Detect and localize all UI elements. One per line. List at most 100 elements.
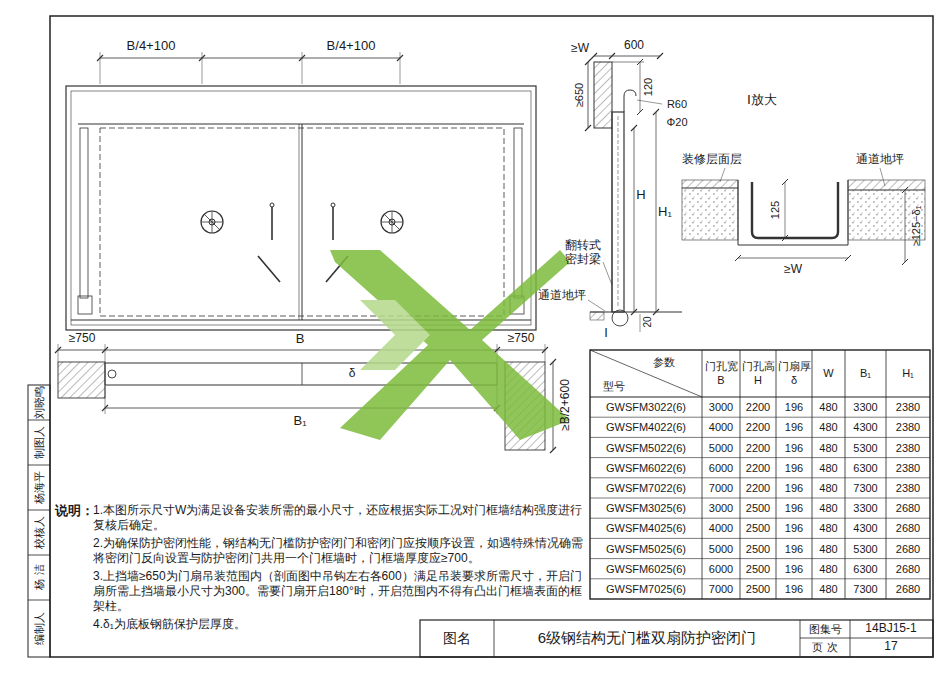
door-elevation-part: [270, 203, 274, 207]
sheet-frame: [28, 16, 933, 657]
table-cell: GWSFM5022(6): [606, 441, 686, 454]
door-elevation-part: [381, 211, 403, 233]
table-cell: 2380: [896, 421, 920, 434]
door-elevation-part: [66, 86, 536, 330]
door-elevation-part: [381, 211, 403, 233]
table-cell: GWSFM3022(6): [606, 401, 686, 414]
signature-name: 杨 洁: [33, 564, 46, 589]
door-elevation-part: [201, 211, 223, 233]
door-section-part: [634, 128, 635, 312]
spec-table-part: [590, 417, 930, 579]
table-cell: 480: [819, 401, 837, 414]
spec-table-part: [590, 350, 702, 397]
detail-enlarged-part: [782, 179, 788, 241]
table-cell: 480: [819, 421, 837, 434]
detail-enlarged: [682, 168, 925, 265]
door-elevation-part: [201, 211, 223, 233]
door-plan-part: [302, 363, 303, 385]
part-name: 装修层面层: [682, 153, 742, 167]
door-elevation-part: [332, 207, 334, 240]
door-elevation-part: [331, 203, 335, 207]
note-text: 3.上挡墙≥650为门扇吊装范围内（剖面图中吊钩左右各600）满足吊装要求所需尺…: [93, 569, 583, 614]
door-elevation-part: [514, 128, 522, 298]
table-cell: 7000: [709, 583, 733, 596]
door-section-part: [588, 300, 605, 311]
door-section-part: [656, 112, 657, 312]
callout-number: Ⅰ: [604, 327, 608, 341]
table-cell: 2200: [746, 461, 770, 474]
sheet-frame-part: [28, 465, 50, 466]
table-cell: 196: [785, 441, 803, 454]
table-cell: 2200: [746, 482, 770, 495]
table-header: B₁: [846, 366, 885, 380]
table-cell: 2500: [746, 583, 770, 596]
table-cell: 480: [819, 502, 837, 515]
table-cell: 480: [819, 562, 837, 575]
table-cell: 196: [785, 461, 803, 474]
table-cell: 2380: [896, 401, 920, 414]
table-cell: 2680: [896, 542, 920, 555]
door-section-part: [590, 312, 604, 320]
diameter-text: Φ20: [666, 116, 687, 129]
door-section-part: [612, 310, 628, 326]
table-cell: GWSFM6022(6): [606, 461, 686, 474]
door-elevation-part: [258, 256, 280, 282]
table-cell: 480: [819, 482, 837, 495]
radius-text: R60: [667, 98, 687, 111]
sheet-frame-part: [28, 555, 50, 556]
table-cell: 3300: [853, 502, 877, 515]
title-block-part: [800, 638, 933, 639]
dimension-text: ≥750: [69, 332, 96, 346]
table-cell: 480: [819, 522, 837, 535]
table-cell: 5300: [853, 542, 877, 555]
door-section-part: [640, 62, 641, 112]
table-header: 门扇厚 δ: [777, 359, 811, 387]
spec-table-part: [702, 350, 886, 599]
dimension-text: ≥125−δ₁: [910, 206, 923, 247]
door-plan-part: [102, 405, 500, 411]
door-elevation: [66, 52, 536, 330]
door-section-part: [637, 100, 662, 104]
spec-table-part: [590, 397, 930, 398]
table-cell: 196: [785, 502, 803, 515]
title-block: [420, 620, 933, 657]
title-block-label: 页 次: [812, 641, 837, 654]
door-section-part: [612, 112, 624, 312]
table-cell: 6300: [853, 562, 877, 575]
table-cell: 6300: [853, 461, 877, 474]
table-cell: 196: [785, 562, 803, 575]
detail-title: Ⅰ放大: [747, 93, 777, 108]
title-block-part: [494, 620, 495, 657]
table-cell: GWSFM5025(6): [606, 542, 686, 555]
door-elevation-part: [78, 124, 524, 125]
title-block-part: [850, 620, 851, 657]
signature-name: 刘晓鸣: [33, 386, 46, 419]
note-text: 4.δ₁为底板钢筋保护层厚度。: [93, 617, 583, 632]
door-plan-part: [105, 408, 497, 409]
table-cell: 3300: [853, 401, 877, 414]
table-header: 门孔宽 B: [703, 359, 739, 387]
table-cell: 5000: [709, 542, 733, 555]
door-plan-part: [105, 386, 497, 414]
watermark-logo-part: [360, 300, 430, 370]
dimension-text: 20: [642, 316, 654, 327]
table-cell: 196: [785, 482, 803, 495]
table-cell: 3000: [709, 502, 733, 515]
drawing-title: 6级钢结构无门槛双扇防护密闭门: [538, 629, 756, 646]
door-plan-part: [58, 362, 105, 398]
table-cell: 5300: [853, 441, 877, 454]
dimension-text: B/4+100: [327, 39, 376, 54]
dimension-text: 125: [769, 201, 782, 219]
detail-enlarged-part: [738, 258, 848, 259]
door-section-part: [585, 59, 591, 131]
door-elevation-part: [302, 124, 303, 320]
door-section-part: [618, 116, 619, 308]
table-cell: 2500: [746, 502, 770, 515]
detail-enlarged-part: [682, 180, 738, 188]
detail-enlarged-part: [848, 180, 925, 190]
door-elevation-part: [271, 207, 273, 240]
table-header: 参数: [653, 356, 675, 369]
table-cell: 196: [785, 542, 803, 555]
table-cell: 2500: [746, 522, 770, 535]
table-cell: 480: [819, 441, 837, 454]
